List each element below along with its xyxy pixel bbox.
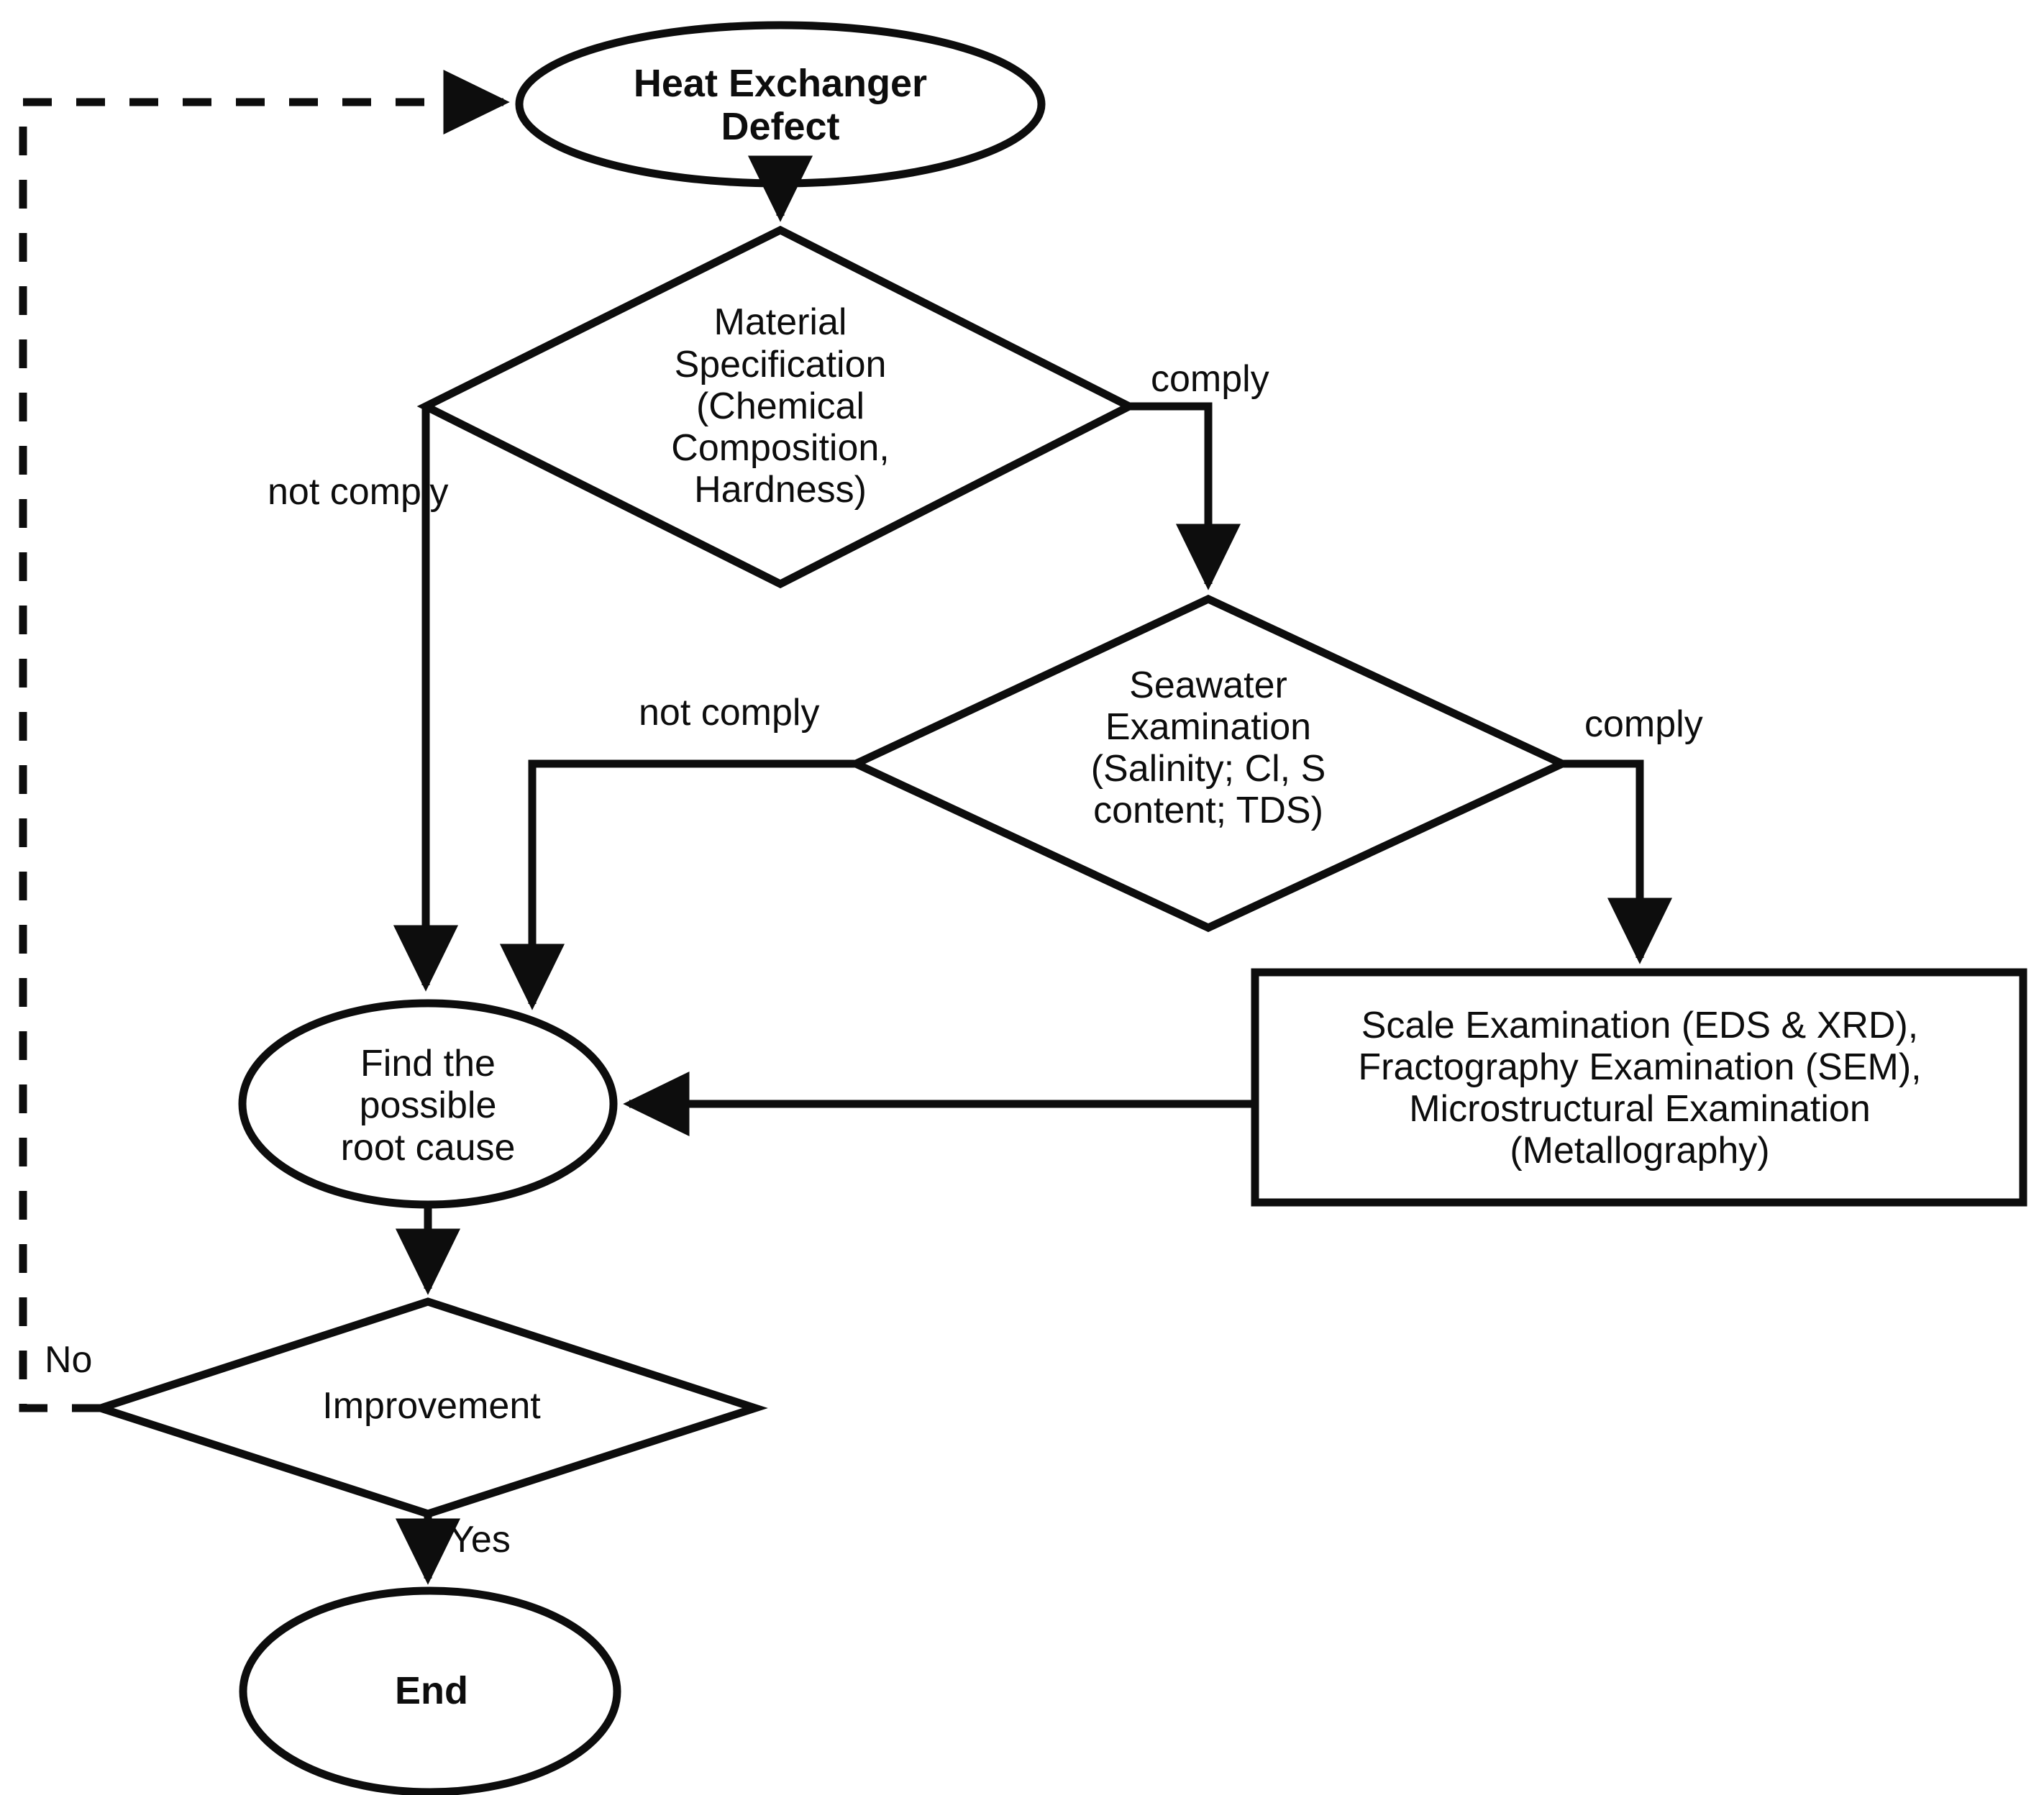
edge-label-material-comply: comply <box>1151 358 1269 400</box>
edge-material-comply <box>1129 402 1241 590</box>
edge-label-seawater-not-comply: not comply <box>639 692 820 734</box>
edge-seawater-comply <box>1562 759 1673 964</box>
seawater-exam-diamond-shape <box>846 594 1572 933</box>
end-node-shape <box>239 1586 621 1795</box>
edge-label-seawater-comply: comply <box>1584 703 1703 745</box>
lab-examination-box-shape <box>1251 968 2027 1207</box>
edge-improvement-no-feedback <box>19 69 510 1412</box>
material-spec-diamond-shape <box>416 225 1139 589</box>
edge-label-improvement-no: No <box>45 1339 93 1381</box>
improvement-diamond-shape <box>88 1297 768 1518</box>
edge-seawater-not-comply <box>499 759 856 1010</box>
edge-label-material-not-comply: not comply <box>268 471 449 513</box>
start-node-shape <box>515 21 1046 188</box>
root-cause-node-shape <box>238 999 618 1209</box>
edge-label-improvement-yes: Yes <box>450 1519 511 1561</box>
